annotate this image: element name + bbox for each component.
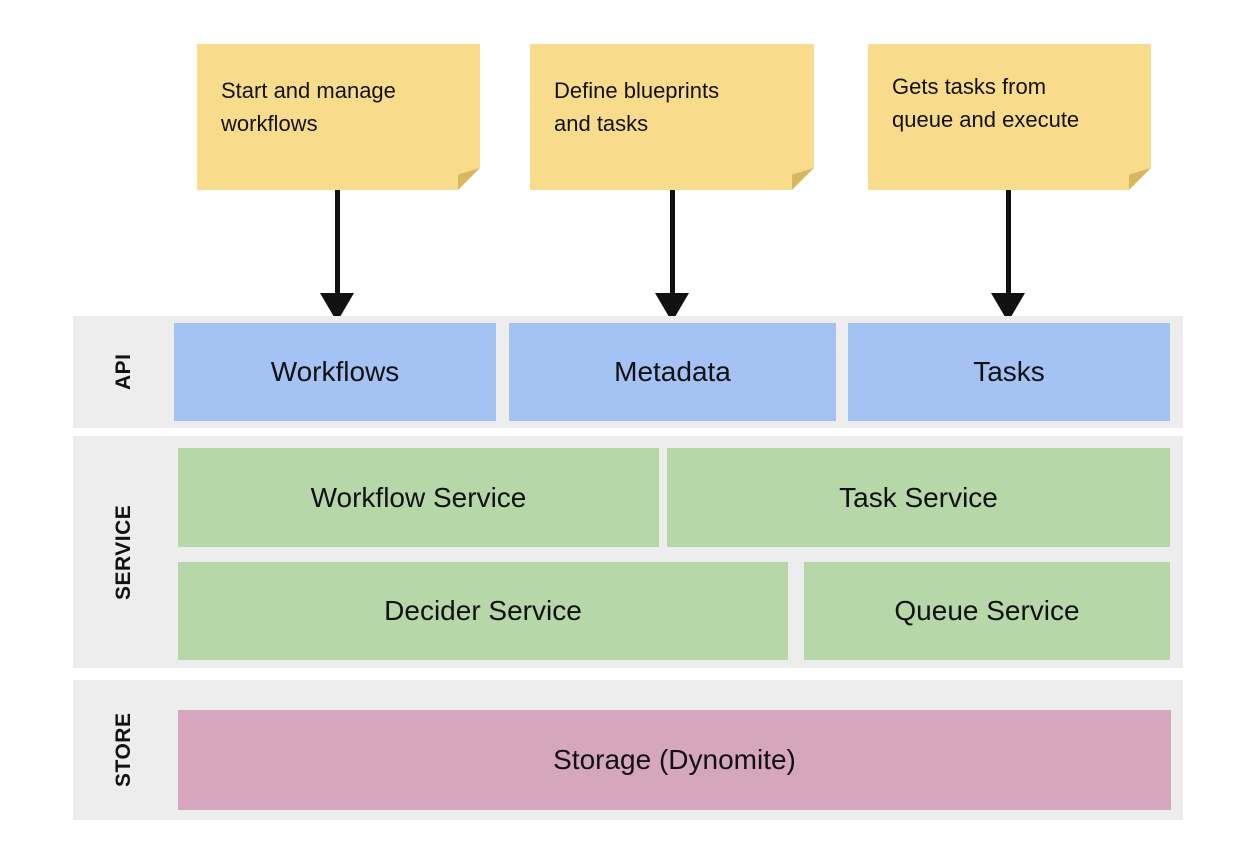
storage-dynomite-box: Storage (Dynomite)	[178, 710, 1171, 810]
arrow-shaft	[669, 190, 675, 293]
folded-corner-icon	[1129, 168, 1151, 190]
sticky-note-define-blueprints: Define blueprints and tasks	[530, 44, 814, 190]
tasks-api-box: Tasks	[848, 323, 1170, 421]
queue-service-box: Queue Service	[804, 562, 1170, 660]
decider-service-box: Decider Service	[178, 562, 788, 660]
api-layer-label: API	[112, 353, 135, 391]
folded-corner-icon	[792, 168, 814, 190]
down-arrow-icon	[991, 190, 1025, 322]
api-layer-band: API Workflows Metadata Tasks	[73, 316, 1183, 428]
workflow-service-box: Workflow Service	[178, 448, 659, 547]
service-layer-label: SERVICE	[112, 504, 135, 600]
sticky-note-text: Define blueprints and tasks	[554, 78, 720, 136]
store-layer-label: STORE	[112, 712, 135, 788]
sticky-note-text: Gets tasks from queue and execute	[892, 74, 1080, 132]
folded-corner-icon	[458, 168, 480, 190]
down-arrow-icon	[655, 190, 689, 322]
down-arrow-icon	[320, 190, 354, 322]
sticky-note-text: Start and manage workflows	[221, 78, 396, 136]
task-service-box: Task Service	[667, 448, 1170, 547]
arrow-shaft	[334, 190, 340, 293]
sticky-note-start-workflows: Start and manage workflows	[197, 44, 480, 190]
store-layer-band: STORE Storage (Dynomite)	[73, 680, 1183, 820]
metadata-api-box: Metadata	[509, 323, 836, 421]
sticky-note-gets-tasks: Gets tasks from queue and execute	[868, 44, 1151, 190]
service-layer-band: SERVICE Workflow Service Task Service De…	[73, 436, 1183, 668]
arrow-shaft	[1005, 190, 1011, 293]
workflows-api-box: Workflows	[174, 323, 496, 421]
